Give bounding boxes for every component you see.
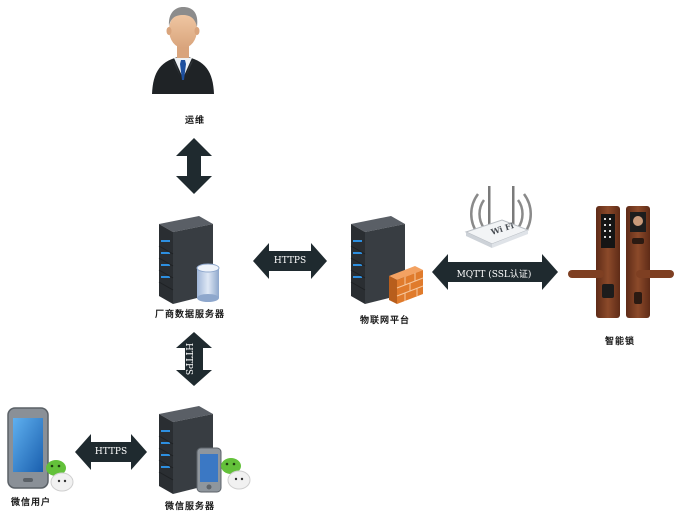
wifi-router-icon: Wi Fi bbox=[464, 186, 532, 248]
phone-wechat-icon bbox=[7, 407, 74, 492]
node-label-smart-lock: 智能锁 bbox=[604, 337, 636, 347]
edge-label-vendor-iot: HTTPS bbox=[273, 256, 307, 266]
node-label-wechat-server: 微信服务器 bbox=[164, 502, 216, 512]
edge-label-user-wechat: HTTPS bbox=[94, 447, 128, 457]
server-database-icon bbox=[158, 216, 220, 304]
iot-lock-arrow bbox=[432, 254, 558, 290]
smart-lock-icon bbox=[568, 206, 674, 318]
edge-label-vendor-wechat: HTTPS bbox=[183, 341, 201, 377]
user-wechat-arrow bbox=[75, 434, 147, 470]
node-label-iot-platform: 物联网平台 bbox=[359, 316, 411, 326]
person-icon bbox=[152, 7, 214, 94]
ops-vendor-arrow bbox=[176, 138, 212, 194]
server-firewall-icon bbox=[350, 216, 424, 304]
server-phone-wechat-icon bbox=[158, 406, 251, 494]
edge-label-iot-lock: MQTT (SSL认证) bbox=[456, 270, 532, 280]
edge-label-vendor-wechat-text: HTTPS bbox=[183, 342, 193, 376]
node-label-vendor-server: 厂商数据服务器 bbox=[154, 310, 226, 320]
node-label-wechat-user: 微信用户 bbox=[10, 498, 52, 508]
node-label-ops: 运维 bbox=[184, 116, 206, 126]
vendor-iot-arrow bbox=[253, 243, 327, 279]
vendor-wechat-arrow bbox=[176, 332, 212, 386]
